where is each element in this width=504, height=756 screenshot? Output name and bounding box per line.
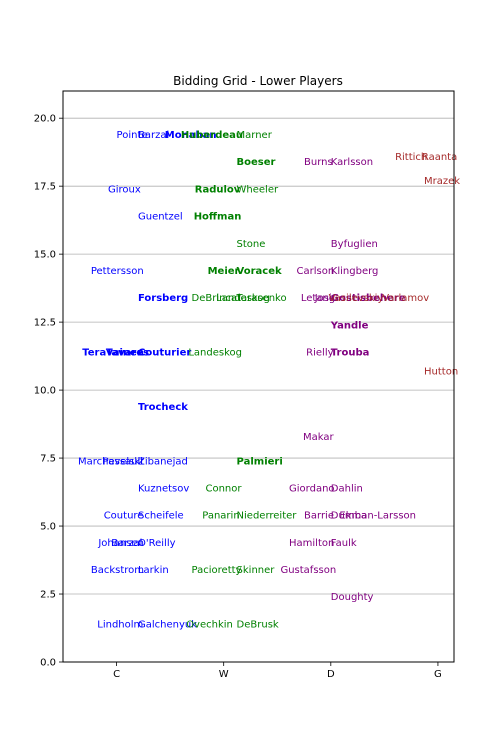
player-label-pavelski: Pavelski bbox=[103, 456, 143, 467]
player-label-kuznetsov: Kuznetsov bbox=[138, 483, 189, 494]
y-tick-label: 2.5 bbox=[40, 590, 56, 601]
player-label-debrusk: DeBrusk bbox=[237, 619, 279, 630]
player-label-galchenyuk: Galchenyuk bbox=[138, 619, 197, 630]
player-label-makar: Makar bbox=[303, 432, 334, 443]
player-label-teravainen: Teravainen bbox=[82, 348, 144, 359]
player-label-hutton: Hutton bbox=[424, 367, 458, 378]
player-label-varlamov: Varlamov bbox=[382, 293, 429, 304]
player-label-dahlin: Dahlin bbox=[331, 483, 363, 494]
player-label-lindholm: Lindholm bbox=[97, 619, 143, 630]
player-label-scheifele: Scheifele bbox=[138, 511, 184, 522]
player-label-pettersson: Pettersson bbox=[91, 266, 144, 277]
y-tick-label: 12.5 bbox=[34, 318, 56, 329]
player-label-tarasenko: Tarasenko bbox=[236, 293, 287, 304]
player-label-monahan: Monahan bbox=[165, 130, 217, 141]
chart-title: Bidding Grid - Lower Players bbox=[173, 74, 343, 88]
player-label-niederreiter: Niederreiter bbox=[237, 511, 298, 522]
y-tick-label: 15.0 bbox=[34, 250, 56, 261]
player-label-voracek: Voracek bbox=[237, 266, 282, 277]
player-label-couturier: Couturier bbox=[138, 348, 191, 359]
player-label-letang: Letang bbox=[301, 293, 335, 304]
player-label-vasilevskiy: Vasilevskiy bbox=[329, 293, 384, 304]
y-tick-label: 10.0 bbox=[34, 386, 56, 397]
player-label-zibanejad: Zibanejad bbox=[138, 456, 188, 467]
player-label-pointe: Pointe bbox=[117, 130, 148, 141]
player-label-meier: Meier bbox=[208, 266, 240, 277]
player-label-tavares: Tavares bbox=[106, 348, 149, 359]
grid-lines bbox=[63, 117, 454, 663]
player-label-pacioretty: Pacioretty bbox=[192, 565, 242, 576]
player-label-klingberg: Klingberg bbox=[331, 266, 379, 277]
player-label-carlson: Carlson bbox=[297, 266, 335, 277]
player-label-forsberg: Forsberg bbox=[138, 293, 188, 304]
player-label-stone: Stone bbox=[237, 239, 266, 250]
player-label-johansen: Johansen bbox=[97, 538, 144, 549]
axes: 0.0 2.5 5.0 7.5 10.0 12.5 15.0 17.5 20.0C W D G bbox=[34, 114, 442, 680]
x-tick-label: W bbox=[219, 669, 229, 680]
player-label-guentzel: Guentzel bbox=[138, 212, 183, 223]
player-label-landeskog: Landeskog bbox=[188, 348, 242, 359]
player-label-marchessault: Marchessault bbox=[78, 456, 144, 467]
player-labels: PointeBarzalMonahanHuberdeauMarnerBoeser… bbox=[78, 130, 460, 630]
player-label-rielly: Rielly bbox=[306, 348, 333, 359]
player-label-debrincat: DeBrincat bbox=[192, 293, 242, 304]
player-label-panarin: Panarin bbox=[202, 511, 239, 522]
player-label-yandle: Yandle bbox=[330, 320, 369, 331]
x-tick-label: D bbox=[327, 669, 335, 680]
player-label-barzal: Barzal bbox=[111, 538, 142, 549]
player-label-doughty: Doughty bbox=[331, 592, 374, 603]
player-label-boeser: Boeser bbox=[237, 157, 276, 168]
player-label-trouba: Trouba bbox=[331, 348, 370, 359]
player-label-radulov: Radulov bbox=[195, 184, 241, 195]
y-tick-label: 0.0 bbox=[40, 658, 56, 669]
player-label-hoffman: Hoffman bbox=[194, 212, 242, 223]
player-label-landeskog: Landeskog bbox=[216, 293, 270, 304]
player-label-barzal: Barzal bbox=[138, 130, 169, 141]
player-label-raanta: Raanta bbox=[422, 152, 457, 163]
y-tick-label: 20.0 bbox=[34, 114, 56, 125]
player-label-ovechkin: Ovechkin bbox=[186, 619, 233, 630]
player-label-connor: Connor bbox=[205, 483, 242, 494]
player-label-giordano: Giordano bbox=[289, 483, 335, 494]
player-label-faulk: Faulk bbox=[331, 538, 357, 549]
player-label-couture: Couture bbox=[104, 511, 144, 522]
player-label-skinner: Skinner bbox=[237, 565, 276, 576]
y-tick-label: 5.0 bbox=[40, 522, 56, 533]
player-label-hamilton: Hamilton bbox=[289, 538, 334, 549]
plot-frame bbox=[62, 90, 455, 663]
player-label-mrazek: Mrazek bbox=[424, 176, 460, 187]
x-tick-label: G bbox=[434, 669, 442, 680]
player-label-josi: Josi bbox=[314, 293, 332, 304]
x-tick-label: C bbox=[113, 669, 120, 680]
player-label-gostisbehere: Gostisbehere bbox=[331, 293, 406, 304]
player-label-ekman-larsson: Ekman-Larsson bbox=[339, 511, 416, 522]
y-tick-label: 7.5 bbox=[40, 454, 56, 465]
player-label-rittich: Rittich bbox=[395, 152, 427, 163]
player-label-giroux: Giroux bbox=[108, 184, 141, 195]
player-label-palmieri: Palmieri bbox=[237, 456, 283, 467]
player-label-marner: Marner bbox=[237, 130, 273, 141]
player-label-wheeler: Wheeler bbox=[237, 184, 279, 195]
player-label-burns: Burns bbox=[304, 157, 333, 168]
player-label-trocheck: Trocheck bbox=[138, 402, 188, 413]
player-label-karlsson: Karlsson bbox=[331, 157, 373, 168]
player-label-backstrom: Backstrom bbox=[91, 565, 144, 576]
player-label-byfuglien: Byfuglien bbox=[331, 239, 378, 250]
player-label-barrie: Barrie bbox=[304, 511, 334, 522]
player-label-o-reilly: O'Reilly bbox=[138, 538, 176, 549]
player-label-huberdeau: Huberdeau bbox=[181, 130, 243, 141]
player-label-dumba: Dumba bbox=[331, 511, 367, 522]
y-tick-label: 17.5 bbox=[34, 182, 56, 193]
player-label-larkin: Larkin bbox=[138, 565, 169, 576]
player-label-gustafsson: Gustafsson bbox=[280, 565, 336, 576]
